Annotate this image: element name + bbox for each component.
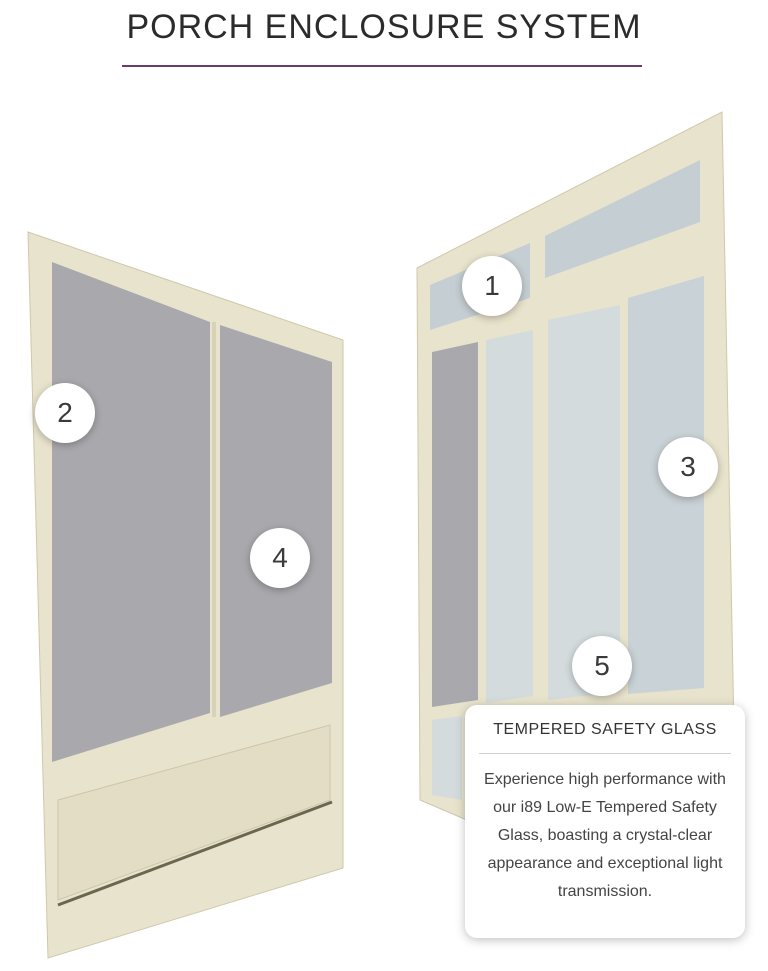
info-card-body: Experience high performance with our i89… bbox=[484, 771, 726, 900]
hotspot-5-label: 5 bbox=[594, 650, 610, 681]
screen-panel-kick-plate bbox=[57, 724, 331, 901]
hotspot-4-label: 4 bbox=[272, 542, 288, 573]
hotspot-4[interactable]: 4 bbox=[250, 528, 310, 588]
screen-panel-right-mesh bbox=[220, 325, 332, 717]
window-left-fixed-pane bbox=[432, 342, 478, 707]
window-left-sliding-pane bbox=[486, 330, 533, 703]
hotspot-3-label: 3 bbox=[680, 451, 696, 482]
page-title: PORCH ENCLOSURE SYSTEM bbox=[126, 8, 642, 46]
hotspot-2-label: 2 bbox=[57, 397, 73, 428]
window-transom-right-glass bbox=[545, 160, 700, 278]
info-card: TEMPERED SAFETY GLASS Experience high pe… bbox=[465, 705, 745, 938]
hotspot-5[interactable]: 5 bbox=[572, 636, 632, 696]
info-card-divider bbox=[479, 753, 731, 754]
hotspot-1-label: 1 bbox=[484, 270, 500, 301]
window-center-pane bbox=[548, 305, 620, 700]
hotspot-1[interactable]: 1 bbox=[462, 256, 522, 316]
hotspot-2[interactable]: 2 bbox=[35, 383, 95, 443]
screen-panel-left-mesh bbox=[52, 262, 210, 762]
screen-panel bbox=[27, 231, 344, 959]
title-divider bbox=[122, 65, 642, 67]
hotspot-3[interactable]: 3 bbox=[658, 437, 718, 497]
info-card-title: TEMPERED SAFETY GLASS bbox=[493, 721, 717, 738]
window-lower-glass bbox=[432, 716, 462, 800]
screen-panel-bottom-rail bbox=[57, 800, 333, 907]
